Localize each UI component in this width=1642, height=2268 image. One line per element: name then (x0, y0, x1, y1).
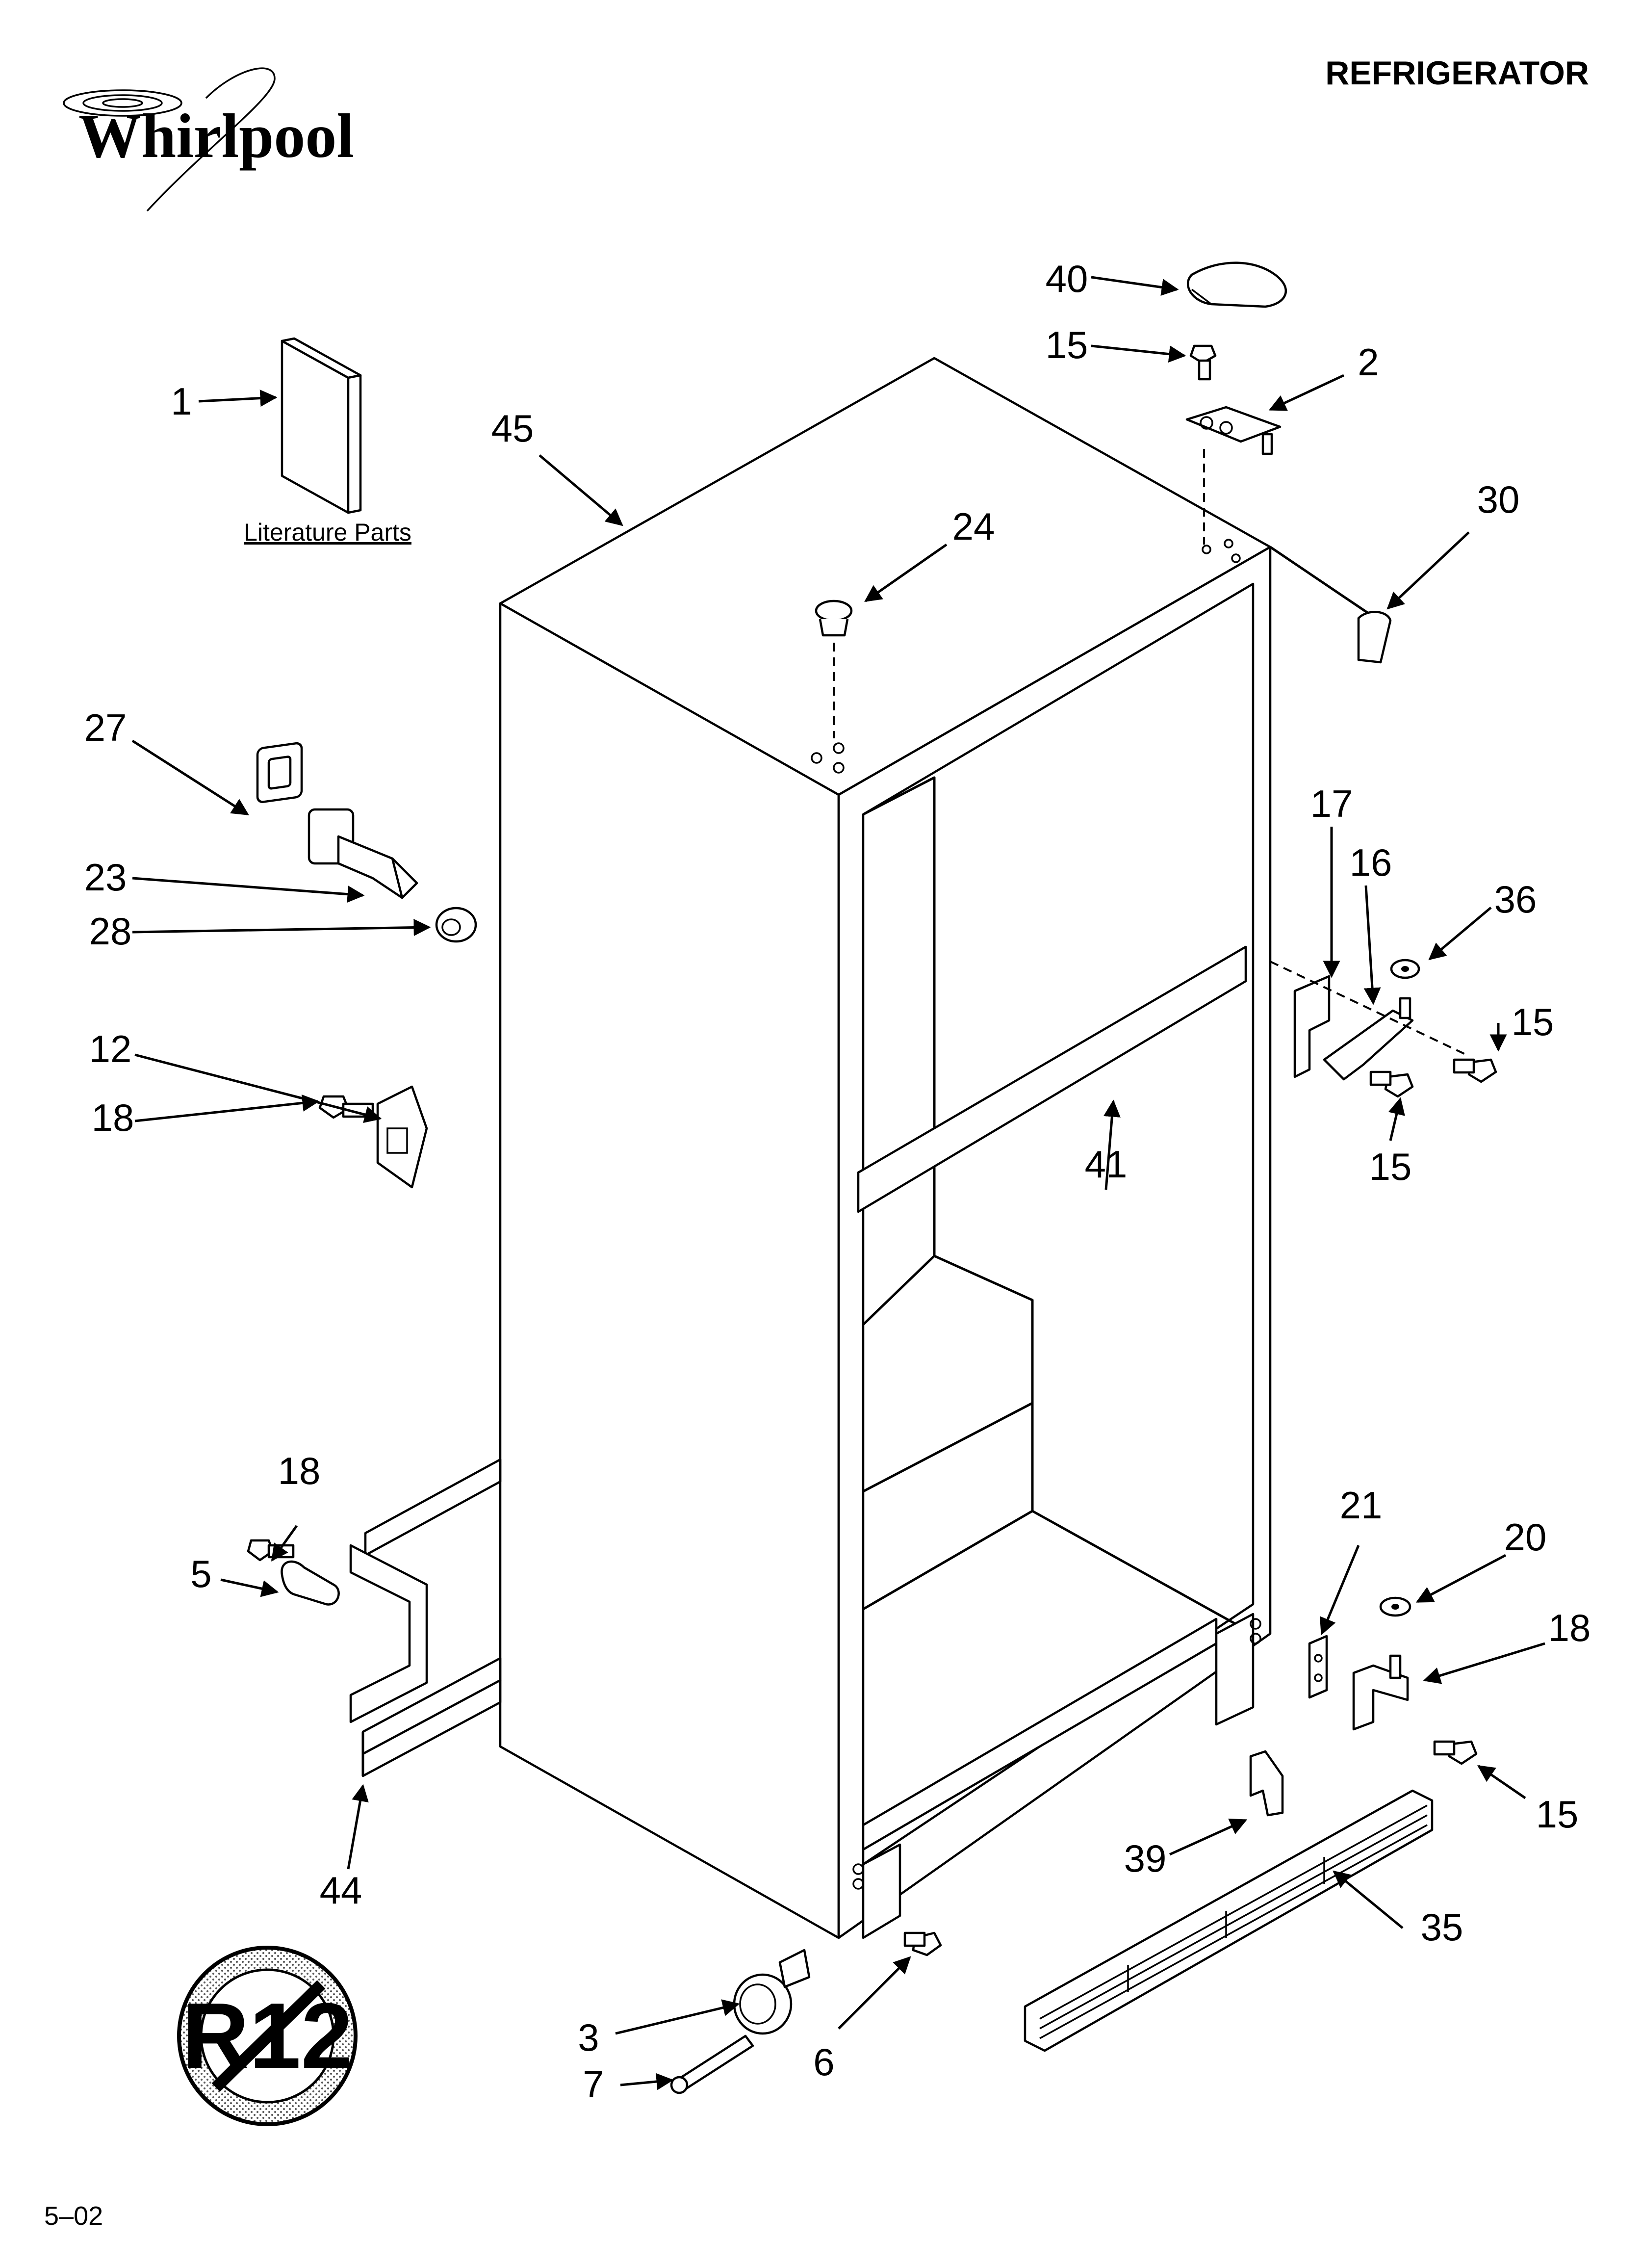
center-hinge-screw-lower (1369, 1070, 1414, 1098)
grille-clip (1249, 1750, 1284, 1817)
top-hinge-cover (1186, 261, 1287, 308)
callout-15-bottom: 15 (1536, 1793, 1579, 1836)
callout-28: 28 (89, 910, 132, 953)
callout-15-top: 15 (1046, 323, 1088, 366)
clamp-screw (247, 1539, 295, 1562)
callout-23: 21 (1340, 1484, 1383, 1527)
refrigerator-cabinet (499, 357, 1272, 1939)
literature-booklet (281, 337, 362, 514)
callout-21: 20 (1504, 1515, 1547, 1559)
date-code: 5–02 (44, 2201, 103, 2231)
lower-left-bracket (349, 1458, 502, 1777)
callout-15-center-lower: 15 (1369, 1145, 1412, 1188)
no-r12-badge: R12 (177, 1946, 358, 2126)
top-hinge (1185, 406, 1282, 455)
center-hinge-bracket (1293, 975, 1331, 1078)
wire-clamp (281, 1560, 340, 1606)
callout-6: 6 (813, 2040, 834, 2084)
callout-1: 1 (171, 380, 192, 423)
center-hinge (1323, 997, 1414, 1081)
callout-44: 44 (320, 1869, 362, 1912)
roller-assembly (733, 1949, 811, 2035)
callout-17: 17 (1310, 782, 1353, 825)
bottom-hinge (1352, 1654, 1409, 1731)
door-stop-bushing (435, 907, 477, 943)
callout-16: 16 (1350, 841, 1392, 884)
hinge-washer (1390, 959, 1420, 979)
callout-18-lower: 18 (278, 1449, 321, 1492)
callout-27: 24 (952, 505, 995, 548)
callout-41: 41 (1085, 1143, 1128, 1186)
callout-45: 45 (491, 407, 534, 450)
callout-30: 27 (84, 706, 127, 749)
page-title: REFRIGERATOR (1325, 54, 1589, 92)
hinge-pin-cover (1357, 611, 1392, 664)
callout-5: 5 (190, 1552, 211, 1595)
callout-18-upper: 18 (92, 1096, 134, 1139)
leader-lines (131, 276, 1545, 2090)
callout-39: 39 (1124, 1837, 1167, 1880)
callout-40: 40 (1046, 257, 1088, 300)
roller-pin (670, 2034, 754, 2094)
callout-24: 23 (84, 856, 127, 899)
literature-caption: Literature Parts (244, 519, 411, 546)
callout-15-center-right: 15 (1512, 1000, 1554, 1043)
door-stop-pin (308, 808, 418, 899)
brand-name: Whirlpool (78, 101, 354, 171)
callout-7: 7 (583, 2062, 604, 2106)
callout-labels: 1 45 24 40 15 2 30 27 23 28 12 18 17 16 … (84, 257, 1591, 2106)
door-stop-grommet (256, 742, 303, 803)
callout-35: 30 (1477, 478, 1520, 521)
bottom-hinge-screw (1433, 1740, 1478, 1765)
callout-12: 12 (89, 1027, 132, 1070)
toe-grille (1024, 1789, 1434, 2052)
callout-2: 2 (1358, 340, 1379, 384)
whirlpool-logo: Whirlpool (63, 67, 354, 212)
hinge-shim (1308, 1635, 1328, 1699)
roller-screw (903, 1931, 942, 1956)
wiring-clip (376, 1085, 428, 1189)
callout-38: 36 (1494, 878, 1537, 921)
callout-3: 3 (578, 2016, 599, 2059)
plug-button (815, 600, 853, 637)
callout-36: 35 (1421, 1905, 1463, 1949)
center-hinge-screw-right (1453, 1058, 1497, 1083)
bottom-hinge-washer (1379, 1596, 1411, 1617)
callout-20: 18 (1548, 1606, 1591, 1649)
top-hinge-screw (1189, 344, 1217, 381)
